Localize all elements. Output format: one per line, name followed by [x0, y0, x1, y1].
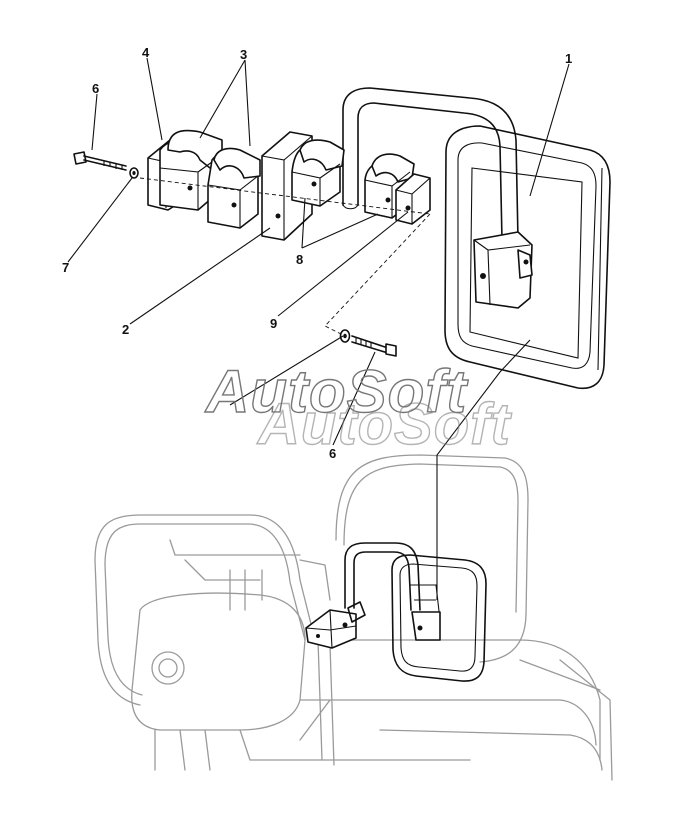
mounted-mirror [305, 542, 487, 682]
fasteners [73, 151, 397, 357]
callout-8: 8 [296, 252, 303, 267]
clamp-parts [147, 129, 431, 241]
callout-7: 7 [62, 260, 69, 275]
callout-1: 1 [565, 51, 572, 66]
callout-2: 2 [122, 322, 129, 337]
callout-9: 9 [270, 316, 277, 331]
callout-4: 4 [142, 45, 150, 60]
mirror-exploded [342, 87, 611, 390]
callout-3: 3 [240, 47, 247, 62]
watermark-text: AutoSoft [204, 358, 469, 425]
callout-6-lower: 6 [329, 446, 336, 461]
machine-cab-view [94, 454, 613, 781]
callout-leaders [67, 57, 570, 446]
bolt-axis-lines [139, 177, 431, 337]
watermark-text-shadow: AutoSoft [256, 392, 512, 457]
callout-6-upper: 6 [92, 81, 99, 96]
